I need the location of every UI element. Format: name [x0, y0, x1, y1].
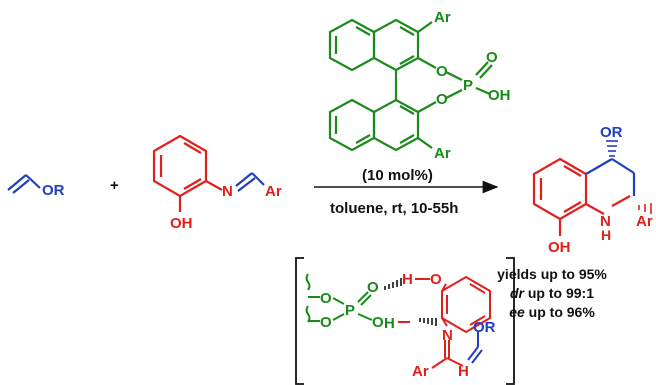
product-ar: Ar — [636, 213, 653, 230]
imine-n: N — [222, 183, 233, 200]
catalyst-o-double: O — [486, 49, 498, 66]
result-ee: ee up to 96% — [509, 304, 595, 320]
product-oh: OH — [548, 239, 571, 256]
product-or: OR — [600, 124, 623, 141]
ts-wavy-bond-1 — [305, 273, 311, 291]
ts-h-top: H — [402, 271, 413, 288]
result-dr: dr up to 99:1 — [510, 285, 594, 301]
catalyst-ar-bottom: Ar — [434, 145, 451, 162]
results-block: yields up to 95% dr up to 99:1 ee up to … — [497, 266, 607, 320]
catalyst-p: P — [463, 77, 473, 94]
ts-h-bottom: H — [384, 315, 395, 332]
vinyl-ether — [7, 174, 41, 194]
product-n: N — [600, 213, 611, 230]
ts-right-bracket — [506, 257, 515, 385]
ts-o-top: O — [430, 271, 442, 288]
ts-wavy-bond-2 — [305, 305, 311, 323]
ts-left-bracket — [295, 257, 304, 385]
product-nh-h: H — [601, 227, 611, 243]
plus-sign: + — [110, 177, 119, 194]
ts-o-double: O — [367, 279, 379, 296]
product-structure — [532, 140, 652, 236]
catalyst-o1: O — [436, 63, 448, 80]
imine-structure — [152, 134, 223, 212]
ts-n: N — [442, 327, 453, 344]
imine-oh: OH — [170, 215, 193, 232]
vinyl-ether-label: OR — [42, 182, 65, 199]
catalyst-o2: O — [436, 91, 448, 108]
ts-or: OR — [473, 319, 496, 336]
catalyst-oh: OH — [488, 87, 511, 104]
catalyst-ar-top: Ar — [434, 9, 451, 26]
ts-p: P — [345, 302, 355, 319]
ts-ar: Ar — [412, 363, 429, 380]
conditions-text: toluene, rt, 10-55h — [330, 200, 458, 217]
catalyst-loading: (10 mol%) — [362, 167, 433, 184]
catalyst-structure — [328, 18, 493, 152]
ts-o-right: O — [372, 314, 384, 331]
ts-o-left1: O — [320, 290, 332, 307]
imine-ar: Ar — [265, 183, 282, 200]
imine-ch-bond — [235, 172, 265, 192]
ts-h-alkene: H — [458, 363, 469, 380]
ts-o-left2: O — [320, 314, 332, 331]
transition-state: O O P O O — [295, 257, 515, 385]
result-yield: yields up to 95% — [497, 266, 607, 282]
